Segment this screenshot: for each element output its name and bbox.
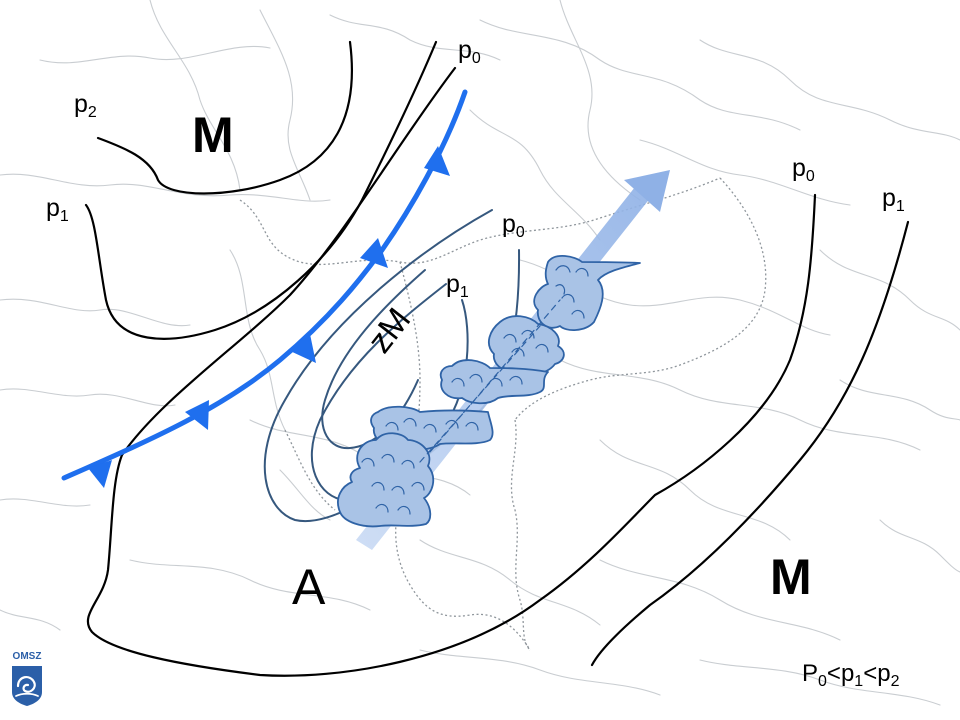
front-triangle: [288, 334, 316, 363]
isobar-p0-main: [86, 66, 817, 677]
cold-front: [61, 89, 468, 488]
high-pressure-label-top: M: [192, 107, 234, 163]
label-p0-top: p0: [458, 36, 481, 67]
label-p1-left: p1: [46, 194, 69, 225]
low-pressure-label: A: [292, 559, 326, 615]
front-triangle: [360, 238, 388, 268]
omsz-logo: OMSZ: [10, 650, 44, 706]
front-triangle: [424, 146, 450, 176]
isobars: [84, 40, 910, 677]
convective-cloud-band: [337, 255, 641, 528]
cold-front-line: [61, 89, 468, 481]
front-triangle: [88, 460, 112, 488]
isobar-p1-left: [84, 40, 438, 340]
pressure-order-legend: P0<p1<p2: [802, 660, 900, 690]
convergence-arrow-head: [624, 170, 670, 212]
label-p1-center: p1: [446, 270, 469, 301]
label-p0-right: p0: [792, 154, 815, 185]
cloud-cell: [533, 255, 641, 331]
label-p0-center: p0: [502, 210, 525, 241]
isobar-p1-right: [590, 220, 910, 667]
country-borders: [239, 177, 767, 651]
cloud-cell: [337, 432, 435, 528]
high-pressure-label-right: M: [770, 549, 812, 605]
label-p2-left: p2: [74, 90, 97, 121]
cloud-texture: [361, 265, 589, 515]
cloud-cell: [487, 315, 565, 375]
logo-text: OMSZ: [12, 651, 42, 662]
isobar-p2: [96, 40, 353, 195]
front-triangle: [185, 400, 209, 430]
cloud-cell: [439, 359, 549, 405]
logo-emblem-icon: [12, 666, 42, 706]
label-p1-right: p1: [882, 184, 905, 215]
